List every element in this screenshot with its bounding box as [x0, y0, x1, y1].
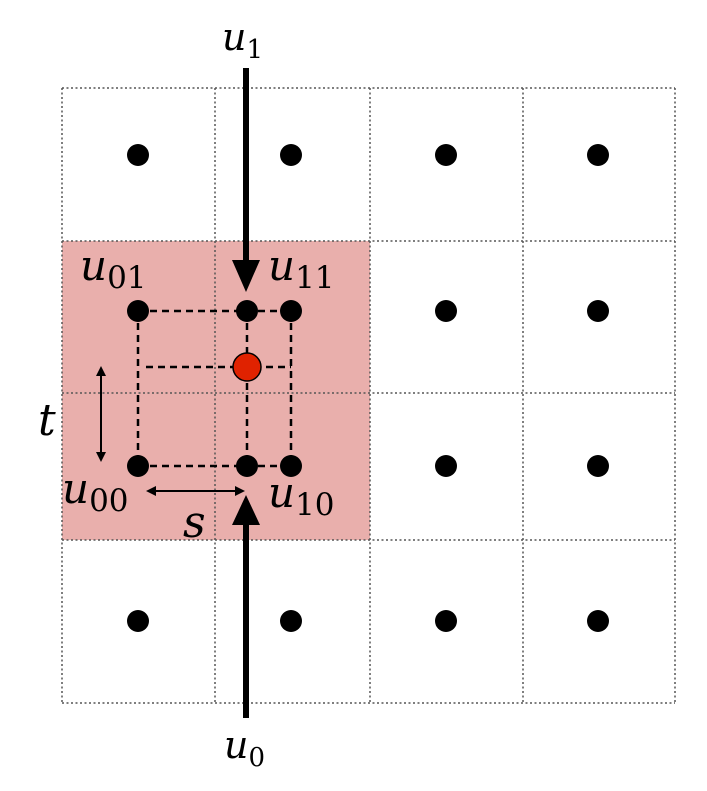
texel-center-dot [280, 144, 302, 166]
texel-center-dot [280, 610, 302, 632]
label-t: t [38, 395, 56, 446]
label-u1: u1 [222, 15, 263, 65]
label-u11: u11 [268, 241, 335, 296]
texel-centers [127, 144, 609, 632]
label-u01: u01 [80, 241, 147, 296]
label-u00: u00 [62, 464, 129, 519]
interpolation-dashed-lines [136, 309, 293, 468]
texel-center-dot [435, 300, 457, 322]
texel-center-dot [127, 144, 149, 166]
texel-center-dot [435, 144, 457, 166]
texel-center-dot [587, 455, 609, 477]
texel-center-dot [280, 455, 302, 477]
texel-center-dot [435, 455, 457, 477]
arrow-u0 [232, 495, 260, 718]
texel-grid [61, 87, 676, 704]
extra-sample-dots [236, 300, 258, 477]
sample-dot-top [236, 300, 258, 322]
texel-center-dot [587, 300, 609, 322]
interpolated-point [232, 352, 262, 382]
label-u0: u0 [224, 723, 265, 773]
texel-center-dot [587, 610, 609, 632]
label-s: s [183, 497, 206, 548]
texel-center-dot [127, 610, 149, 632]
texel-center-dot [435, 610, 457, 632]
arrow-u1 [232, 68, 260, 292]
sample-dot-bottom [236, 455, 258, 477]
label-u10: u10 [268, 468, 335, 523]
texel-center-dot [587, 144, 609, 166]
